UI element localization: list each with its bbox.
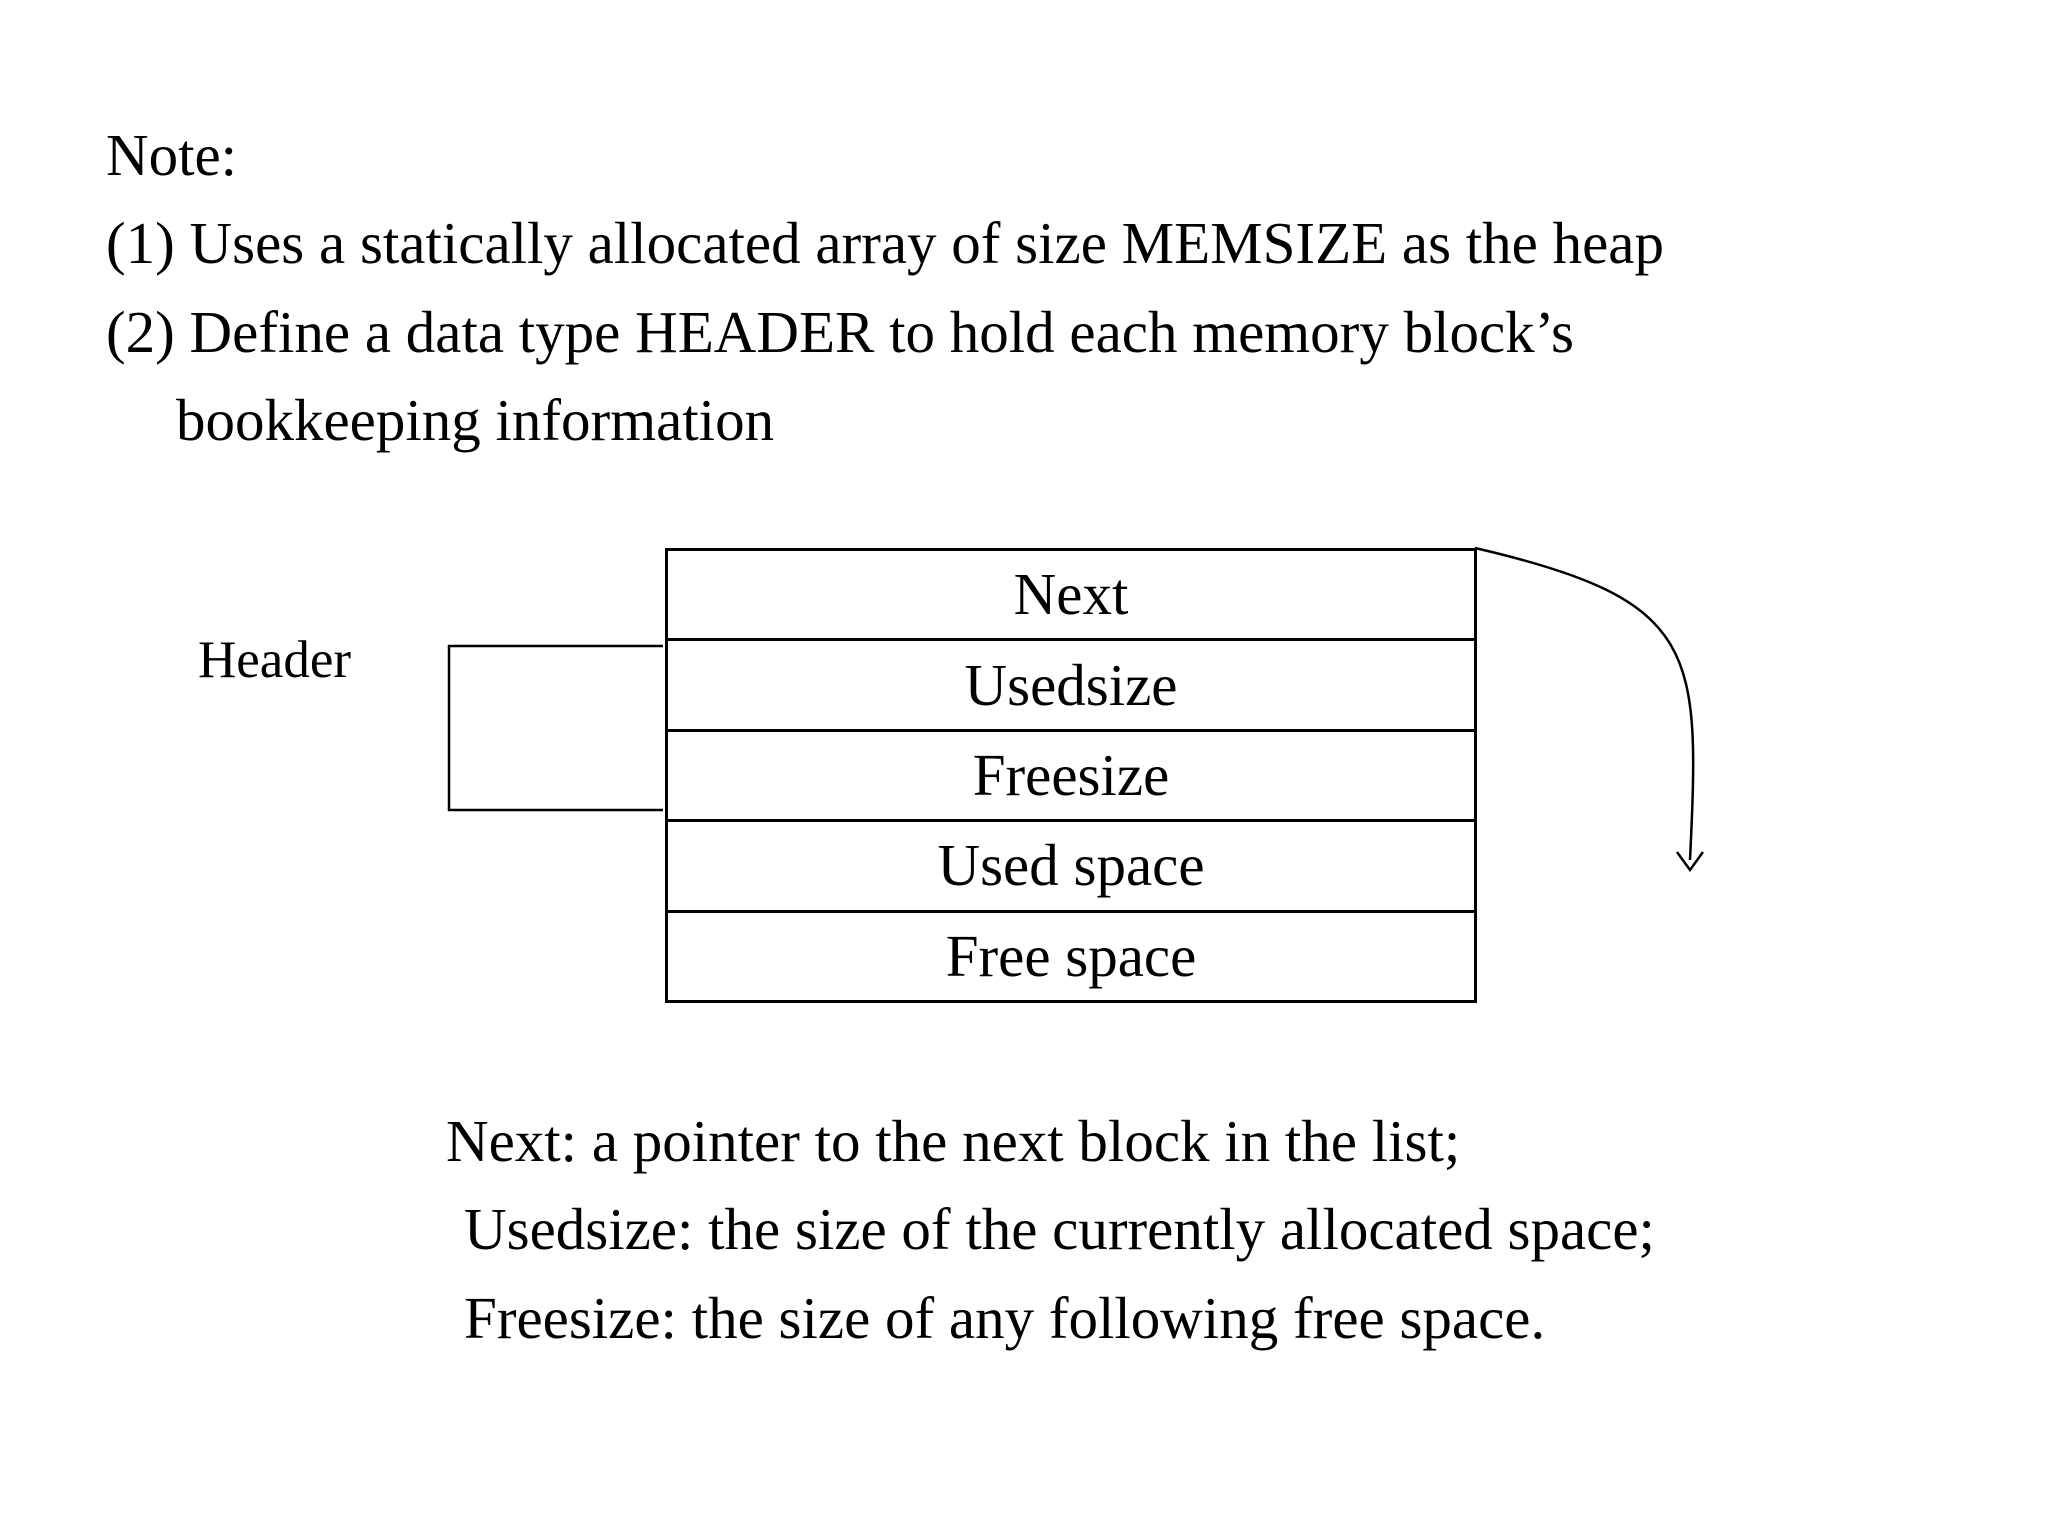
note-item-2: (2) Define a data type HEADER to hold ea… bbox=[106, 299, 1574, 365]
next-pointer-arrow bbox=[1474, 546, 1695, 861]
block-row-freesize: Freesize bbox=[668, 732, 1474, 823]
note-item-1: (1) Uses a statically allocated array of… bbox=[106, 210, 1664, 276]
description-freesize: Freesize: the size of any following free… bbox=[464, 1285, 1546, 1351]
description-usedsize: Usedsize: the size of the currently allo… bbox=[464, 1196, 1655, 1262]
block-row-next: Next bbox=[668, 551, 1474, 642]
block-row-usedsize: Usedsize bbox=[668, 641, 1474, 732]
memory-block-diagram: Next Usedsize Freesize Used space Free s… bbox=[665, 548, 1477, 1003]
header-bracket bbox=[447, 644, 663, 812]
block-row-used-space: Used space bbox=[668, 822, 1474, 913]
arrow-head-icon bbox=[1675, 851, 1705, 873]
description-next: Next: a pointer to the next block in the… bbox=[446, 1108, 1461, 1174]
block-row-free-space: Free space bbox=[945, 922, 1197, 989]
note-title: Note: bbox=[106, 122, 238, 188]
note-item-2-continuation: bookkeeping information bbox=[176, 387, 775, 453]
header-label: Header bbox=[198, 631, 351, 689]
